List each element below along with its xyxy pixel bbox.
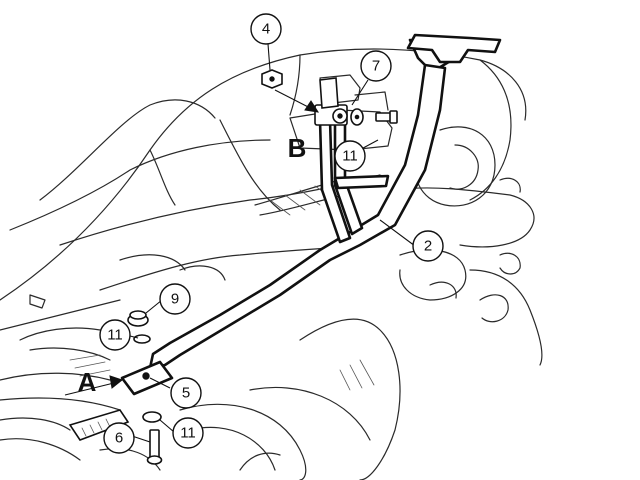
callout-2: 2 (412, 230, 444, 262)
callout-leaders (129, 43, 416, 443)
callout-4: 4 (250, 13, 282, 45)
motorcycle-outline (0, 48, 543, 480)
callout-11-top: 11 (334, 140, 366, 172)
callout-11-bottom: 11 (172, 417, 204, 449)
callout-11-left-label: 11 (107, 327, 123, 344)
callout-11-bottom-label: 11 (180, 425, 196, 442)
assembly-arrows (64, 89, 320, 396)
callout-6-label: 6 (115, 430, 123, 447)
callout-5-label: 5 (182, 385, 190, 402)
mount-label-a: A (78, 367, 97, 397)
callout-7: 7 (360, 50, 392, 82)
callout-5: 5 (170, 377, 202, 409)
hardware-parts (68, 69, 398, 465)
callout-11-left: 11 (99, 319, 131, 351)
mount-label-b: B (288, 133, 307, 163)
mount-clamp-b (314, 77, 348, 126)
callout-4-label: 4 (262, 21, 270, 38)
callout-2-label: 2 (424, 238, 432, 255)
mount-plate-a (120, 360, 174, 396)
callout-9: 9 (159, 283, 191, 315)
callout-9-label: 9 (171, 291, 179, 308)
callout-7-label: 7 (372, 58, 380, 75)
callout-11-top-label: 11 (342, 148, 358, 165)
callout-6: 6 (103, 422, 135, 454)
